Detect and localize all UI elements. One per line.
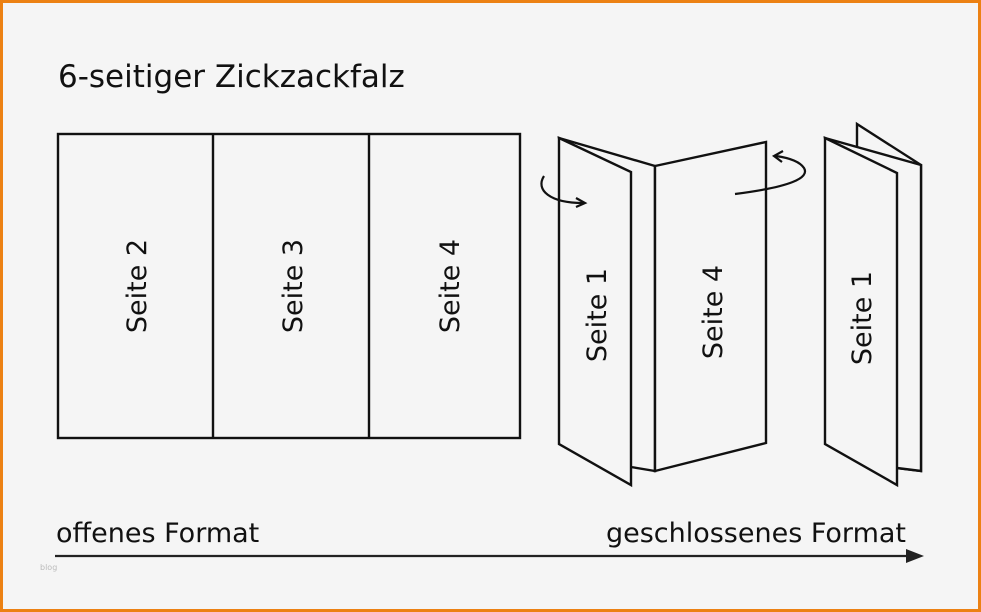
arrowhead-icon [575,197,588,209]
watermark: blog [40,563,57,572]
folding-format: Seite 1 Seite 4 [540,136,807,488]
fold-arrow-icon [540,175,584,205]
panel-label: Seite 2 [122,239,153,333]
open-sheet [56,132,522,440]
panel-label: Seite 4 [435,239,466,333]
panel-label: Seite 1 [847,271,878,365]
label-closed-format: geschlossenes Format [606,518,906,549]
panel-label: Seite 3 [278,239,309,333]
diagram-title: 6-seitiger Zickzackfalz [58,59,405,95]
panel-label: Seite 4 [698,265,729,359]
arrowhead-icon [771,150,784,163]
panel-seite-4 [653,140,768,473]
open-format: Seite 2 Seite 3 Seite 4 [56,132,522,440]
label-open-format: offenes Format [56,518,259,549]
panel-seite-1 [557,136,633,488]
closed-format: Seite 1 [823,121,923,488]
panel-label: Seite 1 [582,268,613,362]
fold-arrow-icon [734,154,807,196]
arrowhead-icon [906,549,924,563]
front-panel [823,136,899,488]
